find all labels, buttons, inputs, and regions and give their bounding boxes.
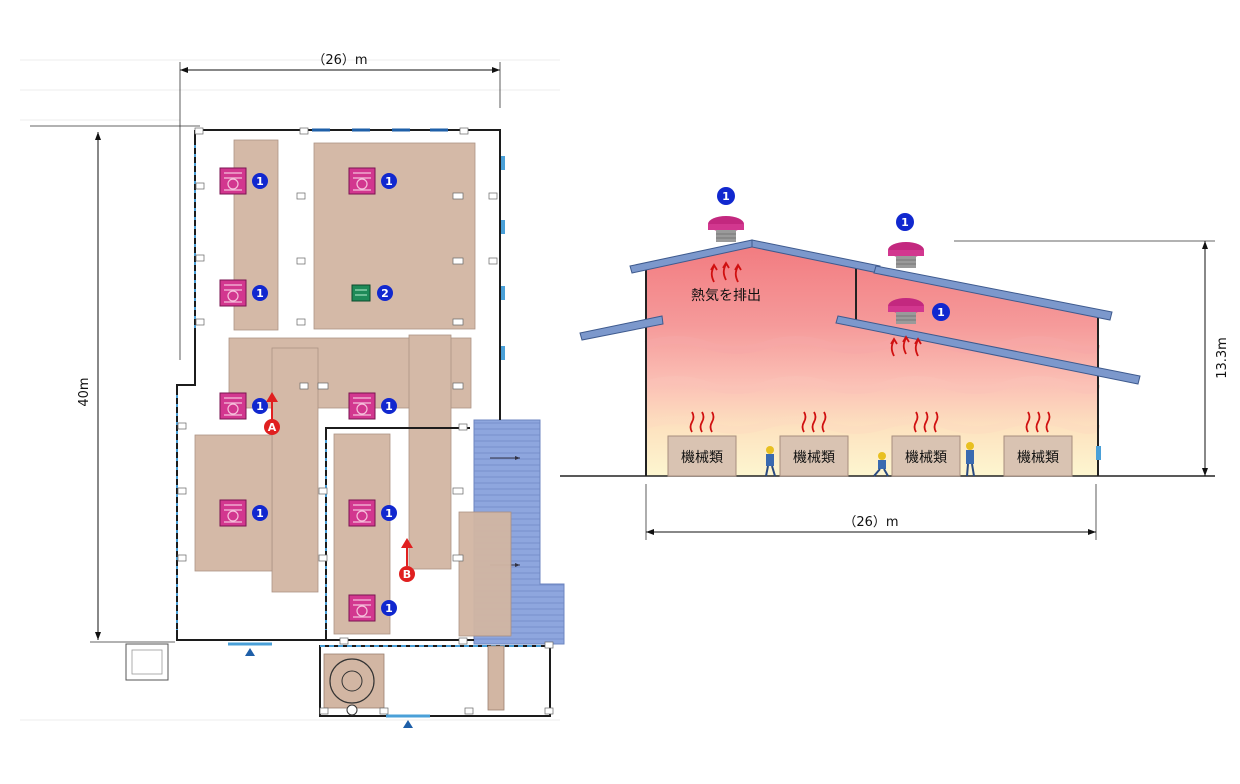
building-walls [176, 129, 501, 641]
plan-fan-6: 1 [219, 499, 268, 527]
machine-2: 機械類 [779, 411, 849, 477]
section-width-dimension: （26）m [645, 484, 1097, 540]
plan-fan-3: 1 [348, 167, 397, 195]
section-height-dimension: 13.3m [954, 240, 1230, 476]
machine-1: 機械類 [667, 411, 737, 477]
fan-number-label: 1 [256, 175, 264, 188]
machine-label: 機械類 [681, 450, 723, 466]
plan-background-lines [20, 59, 560, 721]
roof-fan-3: 1 [887, 297, 950, 357]
fan-number-badge [252, 285, 268, 301]
wall-fixtures [177, 127, 554, 715]
fan-number-label: 1 [937, 306, 945, 319]
plan-width-label: （26）m [312, 53, 367, 68]
heat-exhaust-label: 熱気を排出 [691, 288, 761, 304]
section-view: 1 1 1 熱気を排出 機械類 機械類 [560, 187, 1230, 540]
machine-label: 機械類 [793, 450, 835, 466]
right-wall-vents [501, 156, 505, 360]
fan-number-badge [381, 505, 397, 521]
fan-number-badge [252, 173, 268, 189]
plan-fan-2: 1 [219, 279, 268, 307]
plan-width-dimension: （26）m [179, 53, 501, 360]
fan-number-badge [932, 303, 950, 321]
fan-number-label: 1 [385, 507, 393, 520]
section-marker-b: B [399, 538, 415, 582]
fan-number-label: 1 [256, 507, 264, 520]
fan-number-label: 1 [256, 400, 264, 413]
fan-number-label-2: 2 [381, 287, 389, 300]
plan-fan-7: 1 [348, 499, 397, 527]
door-marker-1 [245, 648, 255, 656]
worker-icon [966, 442, 975, 477]
section-width-label: （26）m [843, 515, 898, 530]
fan-number-badge [252, 505, 268, 521]
plan-fan-1: 1 [219, 167, 268, 195]
fan-number-badge [381, 173, 397, 189]
plan-fan-8: 1 [348, 594, 397, 622]
roof-fan-1: 1 [707, 187, 745, 283]
machine-label: 機械類 [905, 450, 947, 466]
side-vent [1096, 446, 1101, 460]
fan-number-label: 1 [722, 190, 730, 203]
fan-number-badge [377, 285, 393, 301]
door-marker-2 [403, 720, 413, 728]
fan-number-badge [381, 398, 397, 414]
section-marker-a: A [264, 392, 280, 435]
section-height-label: 13.3m [1215, 337, 1230, 379]
annex-zone [487, 645, 505, 711]
fan-number-label: 1 [256, 287, 264, 300]
fan-number-label: 1 [385, 175, 393, 188]
roof-panels [579, 239, 1141, 385]
worker-icon [765, 446, 776, 477]
plan-fan-4: 1 [219, 392, 268, 420]
floor-plan: （26）m 40m [20, 53, 565, 728]
worker-icon [873, 452, 889, 477]
roof-fan-2: 1 [887, 213, 925, 269]
machine-3: 機械類 [891, 411, 961, 477]
wall-openings [176, 145, 327, 630]
marker-b-label: B [403, 568, 411, 581]
fan-number-badge [717, 187, 735, 205]
fan-number-label: 1 [901, 216, 909, 229]
fan-number-label: 1 [385, 602, 393, 615]
fan-number-badge [381, 600, 397, 616]
plan-fan-type2: 2 [351, 284, 393, 302]
fan-number-badge [252, 398, 268, 414]
plan-fan-5: 1 [348, 392, 397, 420]
fan-number-badge [896, 213, 914, 231]
machine-4: 機械類 [1003, 411, 1073, 477]
machine-label: 機械類 [1017, 450, 1059, 466]
heat-gradient-area [646, 244, 1098, 476]
plan-depth-label: 40m [77, 377, 92, 406]
marker-a-label: A [268, 421, 277, 434]
fan-number-label: 1 [385, 400, 393, 413]
plan-depth-dimension: 40m [30, 125, 200, 643]
annex [319, 645, 551, 717]
